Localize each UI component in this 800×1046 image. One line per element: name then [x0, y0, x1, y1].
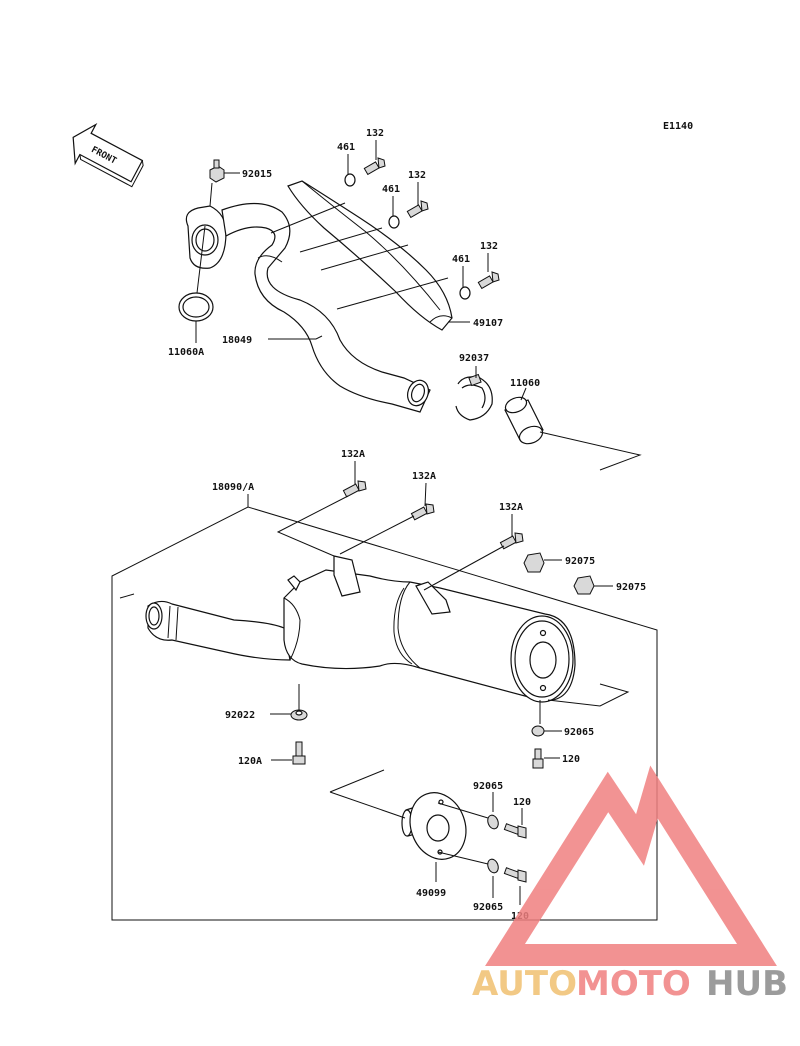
bolt-120a — [292, 741, 306, 765]
logo-word-auto: AUTO — [472, 964, 577, 1004]
label-120-a: 120 — [562, 754, 580, 765]
label-132a-a: 132A — [341, 449, 365, 460]
clamp-92037 — [455, 373, 493, 421]
bolt-132a-a — [342, 480, 367, 498]
label-11060: 11060 — [510, 378, 540, 389]
label-132a-b: 132A — [412, 471, 436, 482]
gasket-11060a — [178, 292, 214, 322]
bolt-120-a — [532, 748, 544, 769]
grommet-92075-a — [523, 552, 545, 573]
label-92022: 92022 — [225, 710, 255, 721]
bolt-132-a — [363, 157, 386, 176]
front-arrow-icon: FRONT — [72, 122, 144, 188]
label-18090a: 18090/A — [212, 482, 254, 493]
assembly-frame — [111, 506, 658, 921]
bolt-120-b — [503, 823, 527, 839]
label-120a: 120A — [238, 756, 262, 767]
label-120-b: 120 — [513, 797, 531, 808]
bolt-120-c — [503, 867, 527, 883]
part-labels: 92015 461 132 461 132 461 132 49107 1804… — [168, 128, 646, 922]
nut-92015 — [209, 159, 225, 183]
diagram-code: E1140 — [663, 121, 693, 132]
bolt-132-b — [406, 200, 429, 219]
label-92065-c: 92065 — [473, 902, 503, 913]
gasket-11060 — [504, 396, 544, 445]
washer-461-c — [459, 286, 471, 300]
label-132-b: 132 — [408, 170, 426, 181]
automotohub-logo: AUTO MOTO HUB — [472, 765, 788, 1004]
washer-92065-c — [487, 858, 499, 874]
bolt-132a-b — [410, 503, 435, 521]
label-92037: 92037 — [459, 353, 489, 364]
logo-word-hub: HUB — [706, 964, 788, 1004]
end-cap-49099 — [401, 792, 467, 860]
label-132-a: 132 — [366, 128, 384, 139]
label-132a-c: 132A — [499, 502, 523, 513]
washer-461-b — [388, 215, 400, 229]
muffler-18090 — [145, 555, 576, 703]
label-461-a: 461 — [337, 142, 355, 153]
label-92065-a: 92065 — [564, 727, 594, 738]
label-49107: 49107 — [473, 318, 503, 329]
washer-92065-b — [487, 814, 499, 830]
label-49099: 49099 — [416, 888, 446, 899]
label-11060a: 11060A — [168, 347, 204, 358]
label-18049: 18049 — [222, 335, 252, 346]
label-92075-a: 92075 — [565, 556, 595, 567]
label-92065-b: 92065 — [473, 781, 503, 792]
label-132-c: 132 — [480, 241, 498, 252]
logo-word-moto: MOTO — [576, 964, 691, 1004]
label-461-c: 461 — [452, 254, 470, 265]
label-92015: 92015 — [242, 169, 272, 180]
bolt-132-c — [477, 271, 500, 290]
label-92075-b: 92075 — [616, 582, 646, 593]
bolt-132a-c — [499, 532, 524, 550]
label-461-b: 461 — [382, 184, 400, 195]
exhaust-pipe-18049 — [185, 202, 431, 413]
washer-461-a — [344, 173, 356, 187]
grommet-92075-b — [573, 575, 595, 595]
washer-92065-a — [531, 725, 545, 737]
washer-92022 — [290, 709, 308, 721]
